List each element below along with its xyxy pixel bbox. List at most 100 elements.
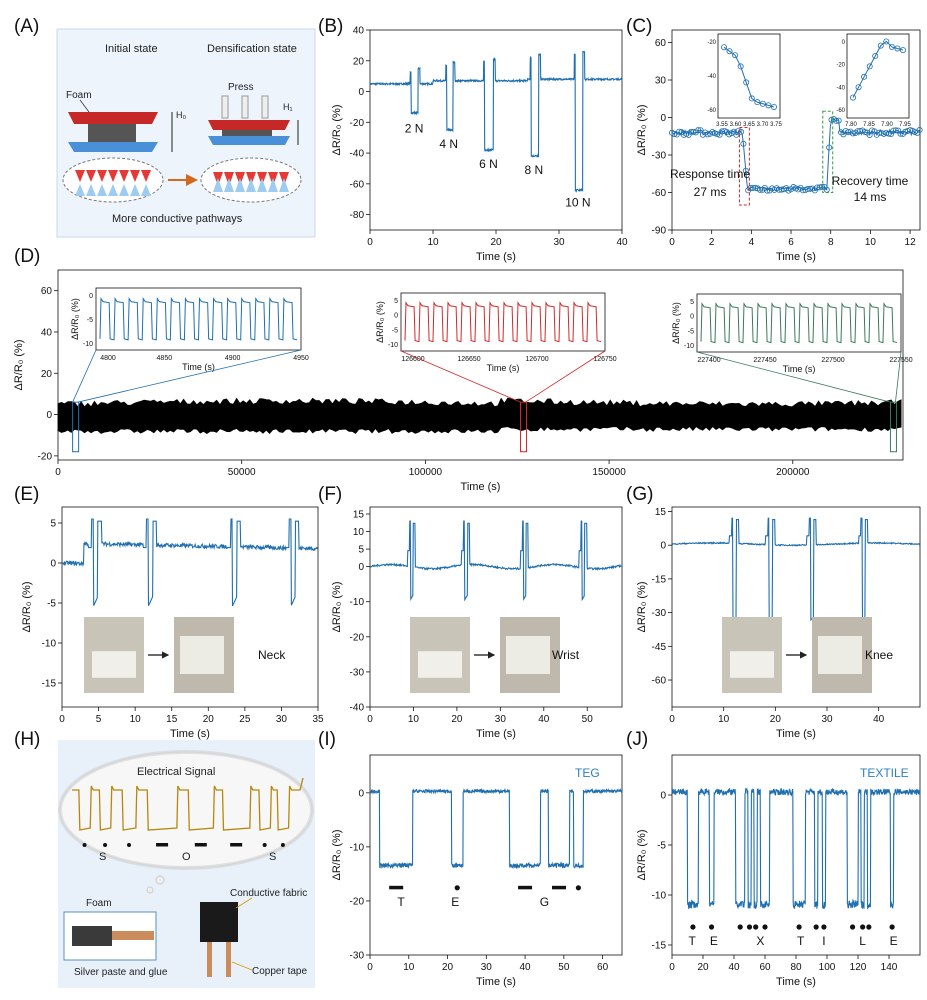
y-axis-label-I: ΔR/R₀ (%) [331,829,343,880]
cycling-band [57,397,902,435]
x-tick-label-G: 10 [718,714,730,725]
bottom-tooth-densified [257,178,267,192]
force-annotation: 6 N [479,157,498,171]
inset-recovery-marker [900,47,907,54]
x-tick-label-I: 10 [403,962,415,973]
inset-d2-x-tick: 126750 [593,356,616,363]
response-marker [697,127,704,134]
y-tick-label-I: -20 [350,896,365,907]
x-tick-label-B: 40 [616,237,628,248]
morse-dot-J [762,924,768,930]
inset-response-y-tick: -60 [707,108,716,114]
conductive-pathways-caption: More conductive pathways [112,213,243,225]
photo-after-subject-G [818,636,862,674]
morse-dot-J [796,924,802,930]
x-tick-label-F: 40 [538,714,550,725]
recovery-box [822,110,834,193]
morse-dot [280,843,285,847]
photo-after-subject-F [506,636,550,674]
inset-recovery-marker [883,38,890,45]
response-marker [861,129,868,136]
x-tick-label-I: 20 [442,962,454,973]
y-tick-label-E: -5 [47,599,56,610]
h0-label: H₀ [176,110,186,120]
inset-d1-trace [99,297,298,341]
x-tick-label-J: 40 [728,962,740,973]
x-axis-label-C: Time (s) [776,251,816,263]
x-tick-label-F: 30 [495,714,507,725]
y-tick-label-F: -10 [350,597,365,608]
inset-d3-x-tick: 227550 [889,357,912,364]
morse-dot-J [821,924,827,930]
inset-response-frame [717,33,781,119]
morse-dot-J [737,924,743,930]
morse-letter-s1: S [99,851,106,863]
inset-response-marker [743,79,750,86]
force-annotation: 10 N [565,195,590,209]
inset-d2-y-tick: 0 [394,313,398,320]
motion-trace-G [671,517,921,622]
inset-d3-x-tick: 227500 [821,357,844,364]
x-tick-label-F: 0 [367,714,373,725]
inset-d1-y-tick: -10 [83,341,93,348]
inset-d3-y-tick: 0 [690,314,694,321]
x-tick-label-F: 20 [451,714,463,725]
y-tick-label-C: -60 [652,188,667,199]
window-3 [889,401,897,453]
bottom-tooth-initial [141,184,151,196]
inset-response-marker [721,44,728,51]
y-axis-label-B: ΔR/R₀ (%) [331,104,343,155]
foam-label: Foam [66,90,92,101]
inset-d3-x-tick: 227400 [697,357,720,364]
y-tick-label-C: 0 [660,113,666,124]
inset-recovery-marker [872,53,879,60]
top-tooth-initial [75,170,85,182]
x-tick-label-I: 0 [367,962,373,973]
initial-state-label: Initial state [105,43,158,55]
plot-frame-E [61,506,319,708]
y-tick-label-G: -45 [652,642,667,653]
bottom-tooth-initial [130,184,140,196]
response-marker [818,183,825,190]
top-tooth-initial [130,170,140,182]
x-tick-label-B: 0 [367,237,373,248]
photo-before-subject-G [730,651,774,678]
inset-response-marker [765,102,772,109]
x-tick-label-G: 20 [770,714,782,725]
morse-dash-I [389,885,404,890]
foam-label-h: Foam [86,898,112,909]
response-marker [866,131,873,138]
response-marker [892,127,899,134]
morse-dash [230,843,243,847]
panel-label-g: (G) [626,484,653,505]
x-tick-label-B: 10 [427,237,439,248]
x-tick-label-I: 40 [520,962,532,973]
plot-frame-D [57,269,904,461]
inset-d2-y-label: ΔR/R₀ (%) [375,301,385,343]
top-tooth-initial [141,170,151,182]
inset-recovery-y-tick: 0 [842,40,846,46]
morse-title-I: TEG [575,766,600,780]
y-axis-label-J: ΔR/R₀ (%) [636,829,648,880]
x-tick-label-C: 4 [749,237,755,248]
x-tick-label-J: 80 [790,962,802,973]
top-tooth-initial [86,170,96,182]
x-tick-label-G: 40 [873,714,885,725]
x-tick-label-J: 100 [819,962,836,973]
response-marker [688,128,695,135]
panel-label-a: (A) [14,16,39,37]
y-tick-label-B: 20 [353,56,365,67]
inset-d2-x-tick: 126650 [457,356,480,363]
inset-d1-x-tick: 4850 [157,355,173,362]
response-marker [826,144,833,151]
inset-recovery-marker [861,73,868,80]
response-marker [916,127,923,134]
y-tick-label-F: -30 [350,667,365,678]
y-tick-label-B: -20 [350,118,365,129]
device-closeup-copper [112,931,154,940]
body-part-label-E: Neck [258,648,286,662]
